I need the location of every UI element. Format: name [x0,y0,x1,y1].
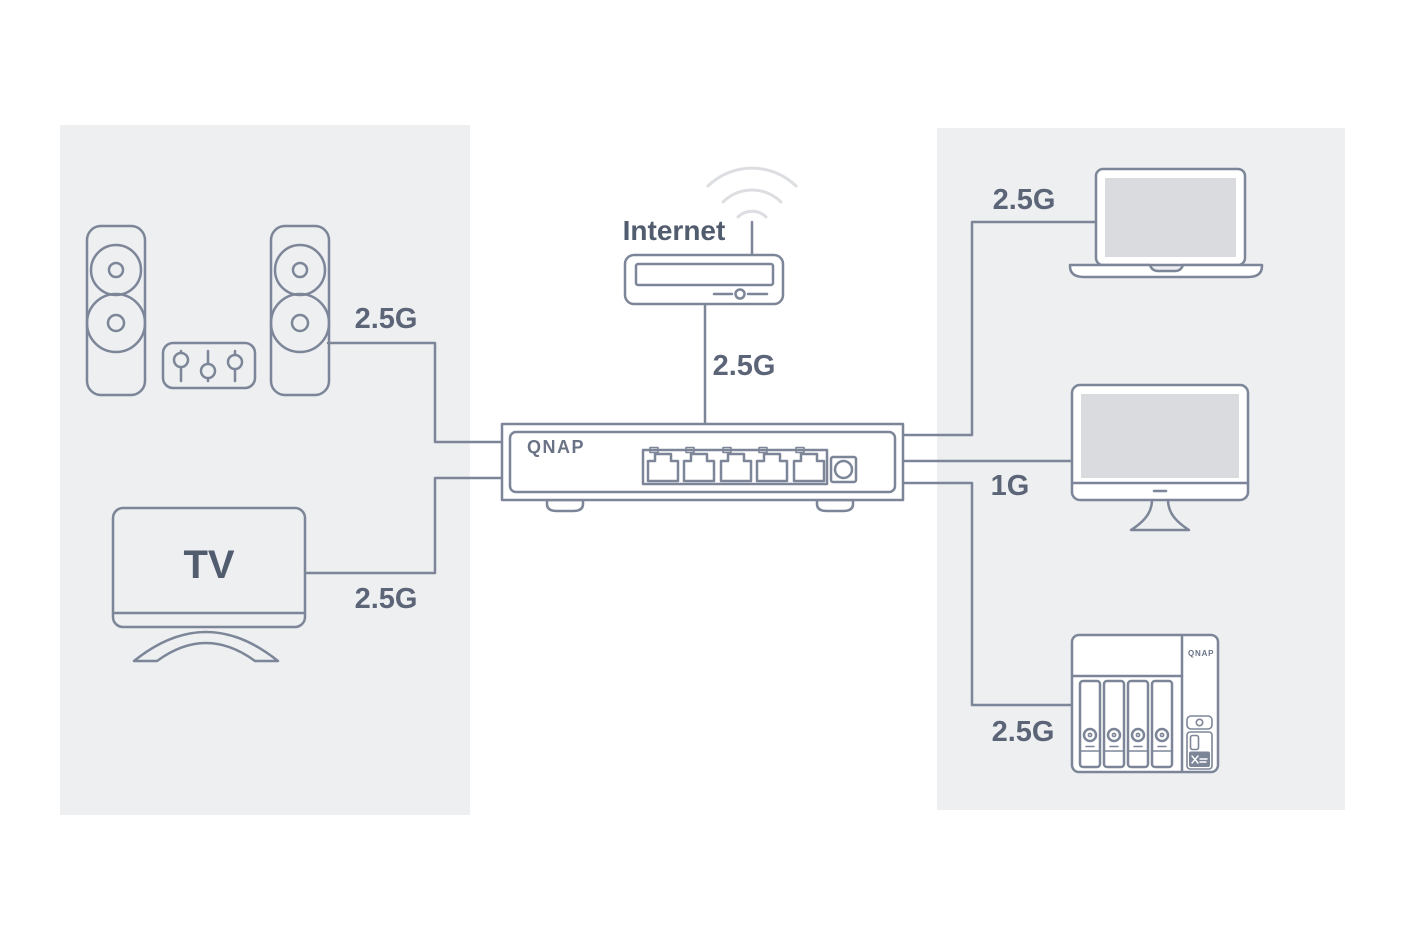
internet-label: Internet [622,215,726,246]
nas-logo: QNAP [1188,649,1214,658]
speaker-right-icon [269,224,331,397]
switch-logo: QNAP [527,437,585,457]
speaker-left-icon [85,224,147,397]
tv-icon [111,506,307,663]
link-speakers-to-switch [326,341,504,444]
nas-link-speed-label: 2.5G [991,716,1055,748]
nas-brand-badge [1189,751,1210,767]
ethernet-port [682,446,716,483]
internet-router-icon [623,220,785,306]
link-switch-to-nas [901,481,1074,707]
desktop-monitor-icon [1070,383,1250,532]
ethernet-port [792,446,826,483]
tv-label: TV [183,543,235,587]
link-switch-to-laptop [901,220,1098,437]
laptop-link-speed-label: 2.5G [992,184,1056,216]
desktop-link-speed-label: 1G [990,470,1030,502]
home-entertainment-zone-panel [60,125,470,815]
nas-power-button [1186,715,1213,730]
nas-usb-port [1186,731,1213,770]
internet-link-speed-label: 2.5G [712,350,776,382]
laptop-icon [1068,167,1264,279]
switch-foot [815,498,855,513]
link-tv-to-switch [303,476,504,575]
switch-icon: QNAP [500,422,905,513]
power-port [829,455,858,484]
tv-link-speed-label: 2.5G [354,583,418,615]
speakers-link-speed-label: 2.5G [354,303,418,335]
drive-bay [1150,679,1174,769]
tv-stand [132,630,280,663]
nas-icon: QNAP [1070,633,1220,774]
port-bank [641,448,829,486]
monitor-stand [1129,498,1191,532]
ethernet-port [646,446,680,483]
audio-mixer-icon [161,341,257,390]
ethernet-port [719,446,753,483]
drive-bay [1078,679,1102,769]
drive-bay [1126,679,1150,769]
wifi-waves-icon [706,166,798,219]
switch-foot [545,498,585,513]
drive-bay [1102,679,1126,769]
laptop-base [1068,263,1264,279]
ethernet-port [755,446,789,483]
